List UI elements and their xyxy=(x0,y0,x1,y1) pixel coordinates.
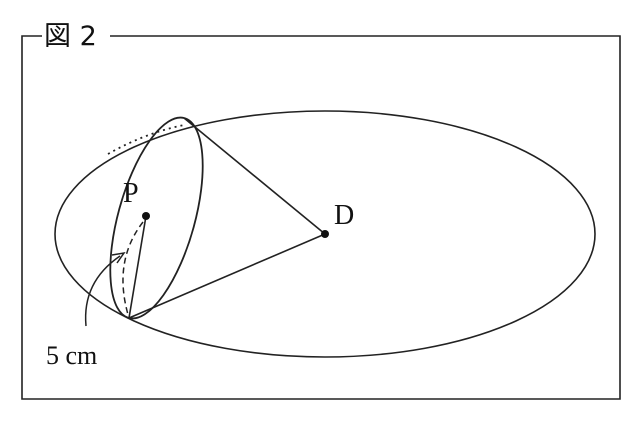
hidden-ellipse-segment xyxy=(107,124,185,155)
point-p-label: P xyxy=(123,178,139,209)
point-d-dot xyxy=(321,230,329,238)
measure-leader-line xyxy=(84,255,121,327)
cone-slant-upper xyxy=(183,117,326,235)
cone-base-visible-arc xyxy=(128,117,204,320)
measurement-label: 5 cm xyxy=(46,341,97,370)
measure-arrowhead xyxy=(111,251,126,264)
point-d-label: D xyxy=(334,200,354,231)
radius-line xyxy=(128,215,147,319)
measure-dashed-arc xyxy=(122,221,144,319)
point-p-dot xyxy=(142,212,150,220)
cone-base-back-arc xyxy=(109,116,185,319)
figure-frame xyxy=(21,35,621,400)
figure-title: 図 2 xyxy=(44,21,97,52)
cone-slant-lower xyxy=(128,233,326,319)
base-ellipse xyxy=(54,110,596,358)
